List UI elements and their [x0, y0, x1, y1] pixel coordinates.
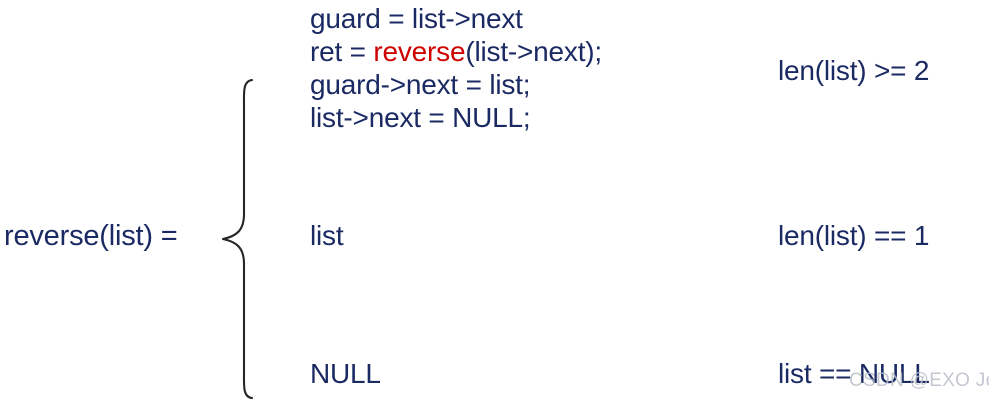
code-line-null: NULL	[310, 358, 381, 389]
code-line-guard-next-assign: guard->next = list;	[310, 69, 531, 100]
case-condition-single-element: len(list) == 1	[778, 220, 930, 251]
code-line-list: list	[310, 220, 344, 251]
case-body-recursive: guard = list->next ret = reverse(list->n…	[310, 2, 602, 134]
case-body-single-element: list	[310, 219, 344, 252]
code-line-ret-reverse: ret = reverse(list->next);	[310, 35, 602, 68]
code-line-guard-assign: guard = list->next	[310, 3, 523, 34]
function-definition-label: reverse(list) =	[4, 220, 178, 252]
case-condition-recursive: len(list) >= 2	[778, 55, 930, 86]
code-fragment-ret-prefix: ret =	[310, 36, 374, 67]
case-condition-empty: list == NULL	[778, 358, 930, 389]
case-body-empty: NULL	[310, 357, 381, 390]
left-curly-brace-icon	[210, 78, 258, 400]
code-fragment-reverse-call: reverse	[373, 36, 466, 67]
code-line-list-next-null: list->next = NULL;	[310, 102, 531, 133]
code-fragment-ret-suffix: (list->next);	[465, 36, 603, 67]
